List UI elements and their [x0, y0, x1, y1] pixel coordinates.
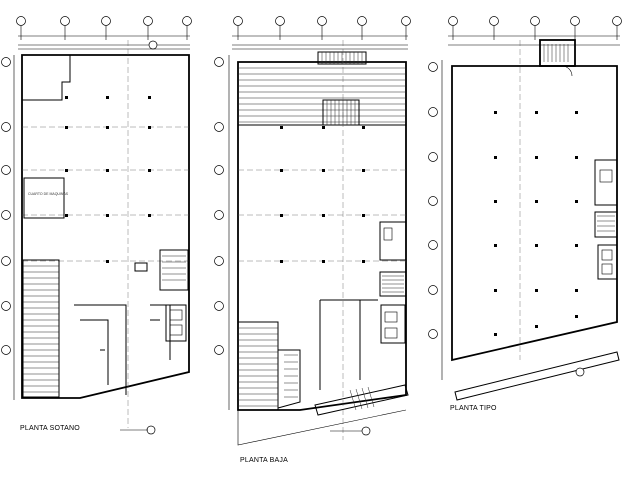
stair-left-baja — [237, 321, 301, 411]
plan-title-tipo: PLANTA TIPO — [450, 405, 497, 412]
plan-tipo: PLANTA TIPO — [428, 16, 622, 412]
ramp-baja — [237, 51, 407, 126]
axis-bubbles-top — [448, 16, 622, 40]
plan-title-sotano: PLANTA SOTANO — [20, 425, 80, 432]
columns-sotano — [65, 96, 151, 263]
columns-baja — [280, 126, 365, 263]
plan-baja: PLANTA BAJA — [214, 16, 411, 464]
plan-sotano: CUARTO DE MAQUINAS PLANTA SOTANO — [1, 16, 192, 435]
stair-left-sotano — [22, 259, 60, 398]
axis-bubbles-left — [428, 60, 443, 380]
plan-title-baja: PLANTA BAJA — [240, 457, 288, 464]
columns-tipo — [494, 111, 578, 336]
axis-bubbles-top — [233, 16, 411, 40]
svg-text:CUARTO DE MAQUINAS: CUARTO DE MAQUINAS — [28, 192, 69, 196]
axis-bubbles-left — [1, 55, 15, 400]
axis-bubbles-top — [16, 16, 192, 40]
axis-bubbles-left — [214, 55, 230, 410]
